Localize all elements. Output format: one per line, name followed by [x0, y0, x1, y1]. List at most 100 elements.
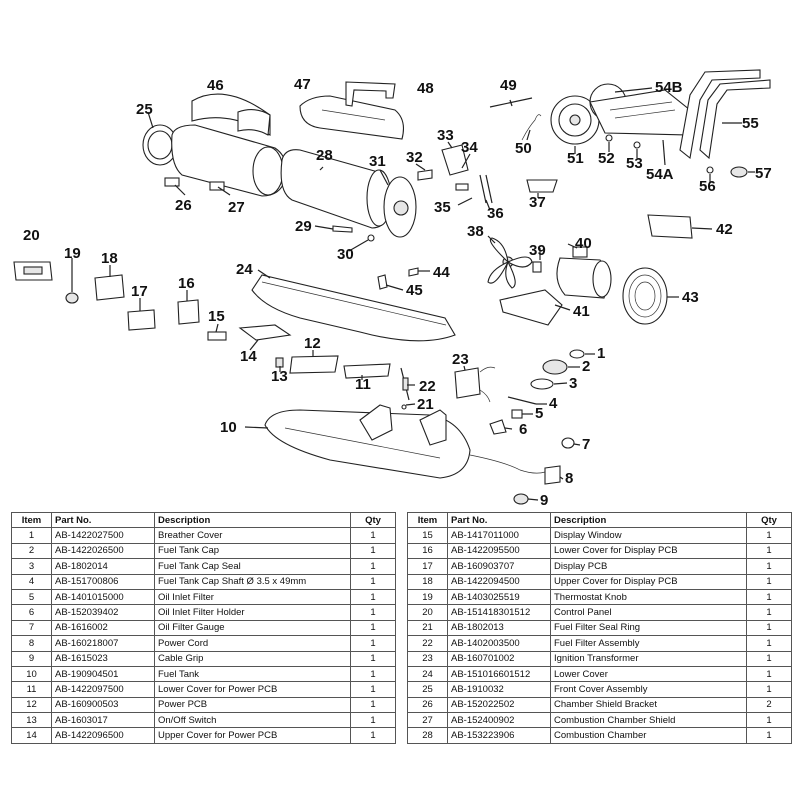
cell-item: 24 [407, 665, 448, 683]
cell-qty: 1 [350, 712, 396, 729]
cell-part-no: AB-160218007 [51, 635, 155, 652]
callout-48: 48 [417, 80, 434, 97]
callout-1: 1 [597, 345, 605, 362]
cell-part-no: AB-1417011000 [447, 527, 551, 544]
cell-item: 21 [407, 619, 448, 637]
cell-qty: 2 [746, 696, 792, 714]
cell-qty: 1 [746, 727, 792, 744]
cell-item: 5 [11, 588, 52, 606]
callout-17: 17 [131, 283, 148, 300]
col-header-part-no: Part No. [51, 511, 155, 529]
cell-qty: 1 [350, 650, 396, 667]
cell-part-no: AB-151700806 [51, 573, 155, 590]
callout-33: 33 [437, 127, 454, 144]
cell-qty: 1 [350, 573, 396, 590]
cell-item: 14 [11, 727, 52, 744]
callout-40: 40 [575, 235, 592, 252]
callout-43: 43 [682, 289, 699, 306]
cell-item: 26 [407, 696, 448, 714]
callout-14: 14 [240, 348, 257, 365]
cell-qty: 1 [350, 588, 396, 606]
callout-11: 11 [355, 376, 371, 393]
cell-description: Combustion Chamber [550, 727, 747, 744]
callout-5: 5 [535, 405, 543, 422]
cell-item: 13 [11, 712, 52, 729]
cell-part-no: AB-1402003500 [447, 635, 551, 652]
table-header-row: Item Part No. Description Qty [11, 511, 396, 529]
cell-part-no: AB-160903707 [447, 558, 551, 575]
callout-15: 15 [208, 308, 225, 325]
cell-part-no: AB-1422096500 [51, 727, 155, 744]
cell-item: 7 [11, 619, 52, 637]
cell-qty: 1 [746, 712, 792, 729]
cell-description: Breather Cover [154, 527, 351, 544]
callout-44: 44 [433, 264, 450, 281]
col-header-item: Item [11, 511, 52, 529]
cell-part-no: AB-152400902 [447, 712, 551, 729]
callout-39: 39 [529, 242, 546, 259]
callout-labels: 1 2 3 4 5 6 7 8 9 10 11 12 13 14 15 16 1… [23, 76, 772, 505]
cell-part-no: AB-1401015000 [51, 588, 155, 606]
cell-part-no: AB-1615023 [51, 650, 155, 667]
cell-qty: 1 [746, 619, 792, 637]
cell-item: 10 [11, 665, 52, 683]
col-header-qty: Qty [350, 511, 396, 529]
cell-description: Upper Cover for Display PCB [550, 573, 747, 590]
cell-qty: 1 [350, 635, 396, 652]
cell-item: 18 [407, 573, 448, 590]
cell-description: Fuel Tank Cap Shaft Ø 3.5 x 49mm [154, 573, 351, 590]
cell-part-no: AB-1422094500 [447, 573, 551, 590]
col-header-part-no: Part No. [447, 511, 551, 529]
callout-7: 7 [582, 436, 590, 453]
callout-24: 24 [236, 261, 253, 278]
callout-26: 26 [175, 197, 192, 214]
cell-item: 6 [11, 604, 52, 621]
cell-part-no: AB-153223906 [447, 727, 551, 744]
cell-part-no: AB-152039402 [51, 604, 155, 621]
cell-description: Fuel Tank Cap Seal [154, 558, 351, 575]
cell-item: 1 [11, 527, 52, 544]
cell-qty: 1 [746, 635, 792, 652]
cell-qty: 1 [350, 696, 396, 714]
cell-qty: 1 [746, 542, 792, 560]
cell-item: 2 [11, 542, 52, 560]
callout-49: 49 [500, 77, 517, 94]
cell-description: On/Off Switch [154, 712, 351, 729]
cell-qty: 1 [746, 573, 792, 590]
cell-description: Cable Grip [154, 650, 351, 667]
cell-part-no: AB-151016601512 [447, 665, 551, 683]
cell-part-no: AB-1910032 [447, 681, 551, 698]
callout-37: 37 [529, 194, 546, 211]
part-drawings [13, 69, 771, 505]
cell-description: Oil Filter Gauge [154, 619, 351, 637]
callout-42: 42 [716, 221, 733, 238]
callout-6: 6 [519, 421, 527, 438]
callout-12: 12 [304, 335, 321, 352]
callout-18: 18 [101, 250, 118, 267]
callout-45: 45 [406, 282, 423, 299]
cell-description: Oil Inlet Filter Holder [154, 604, 351, 621]
cell-description: Fuel Filter Seal Ring [550, 619, 747, 637]
cell-item: 28 [407, 727, 448, 744]
cell-part-no: AB-1403025519 [447, 588, 551, 606]
cell-item: 11 [11, 681, 52, 698]
cell-description: Lower Cover for Power PCB [154, 681, 351, 698]
cell-description: Chamber Shield Bracket [550, 696, 747, 714]
